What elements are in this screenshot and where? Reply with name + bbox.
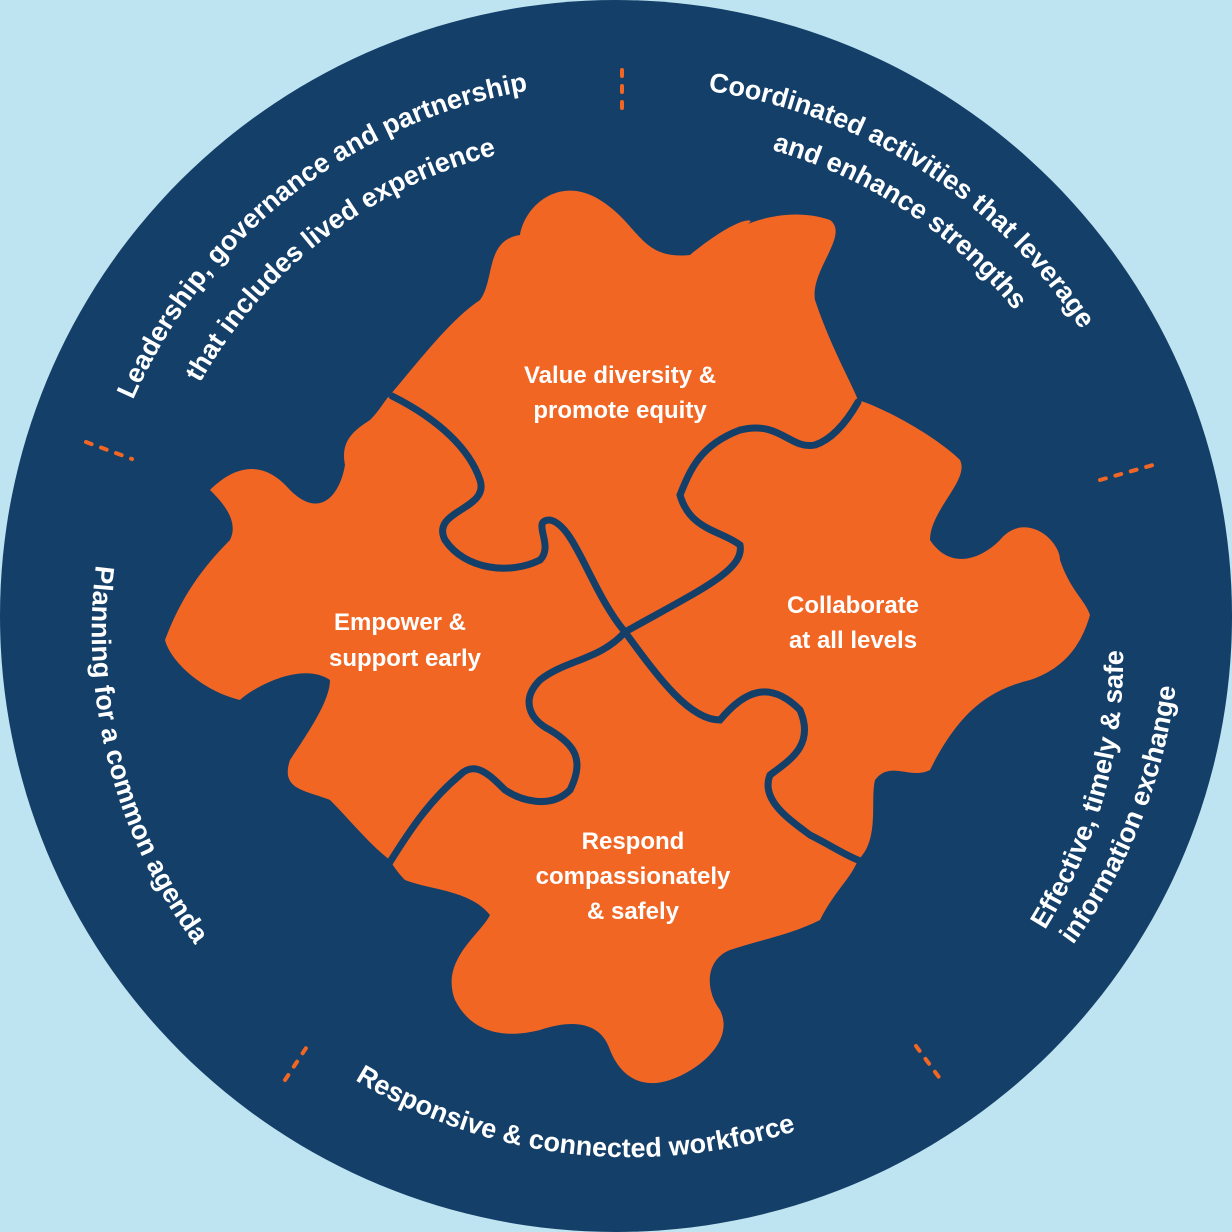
piece-left-line1: Empower & [334, 609, 466, 636]
piece-right-line2: at all levels [789, 627, 917, 654]
puzzle-seams [386, 392, 862, 866]
piece-right-line1: Collaborate [787, 592, 919, 619]
piece-left-line2: support early [329, 645, 482, 672]
seam-bottom-left [386, 628, 629, 866]
puzzle [165, 190, 1090, 1084]
piece-top-line2: promote equity [533, 397, 707, 424]
piece-bottom-line2: compassionately [536, 863, 731, 890]
piece-bottom-line1: Respond [582, 828, 685, 855]
divider-lower-right [914, 1044, 946, 1086]
divider-upper-right [1098, 461, 1162, 482]
seam-top-right [621, 398, 862, 636]
ring-dividers [84, 68, 1162, 1086]
piece-bottom-line3: & safely [587, 898, 680, 925]
divider-lower-left [283, 1040, 312, 1082]
piece-top-line1: Value diversity & [524, 362, 716, 389]
piece-labels: Value diversity & promote equity Empower… [329, 362, 919, 925]
seam-bottom-right [621, 628, 862, 864]
seam-top-left [388, 392, 629, 636]
